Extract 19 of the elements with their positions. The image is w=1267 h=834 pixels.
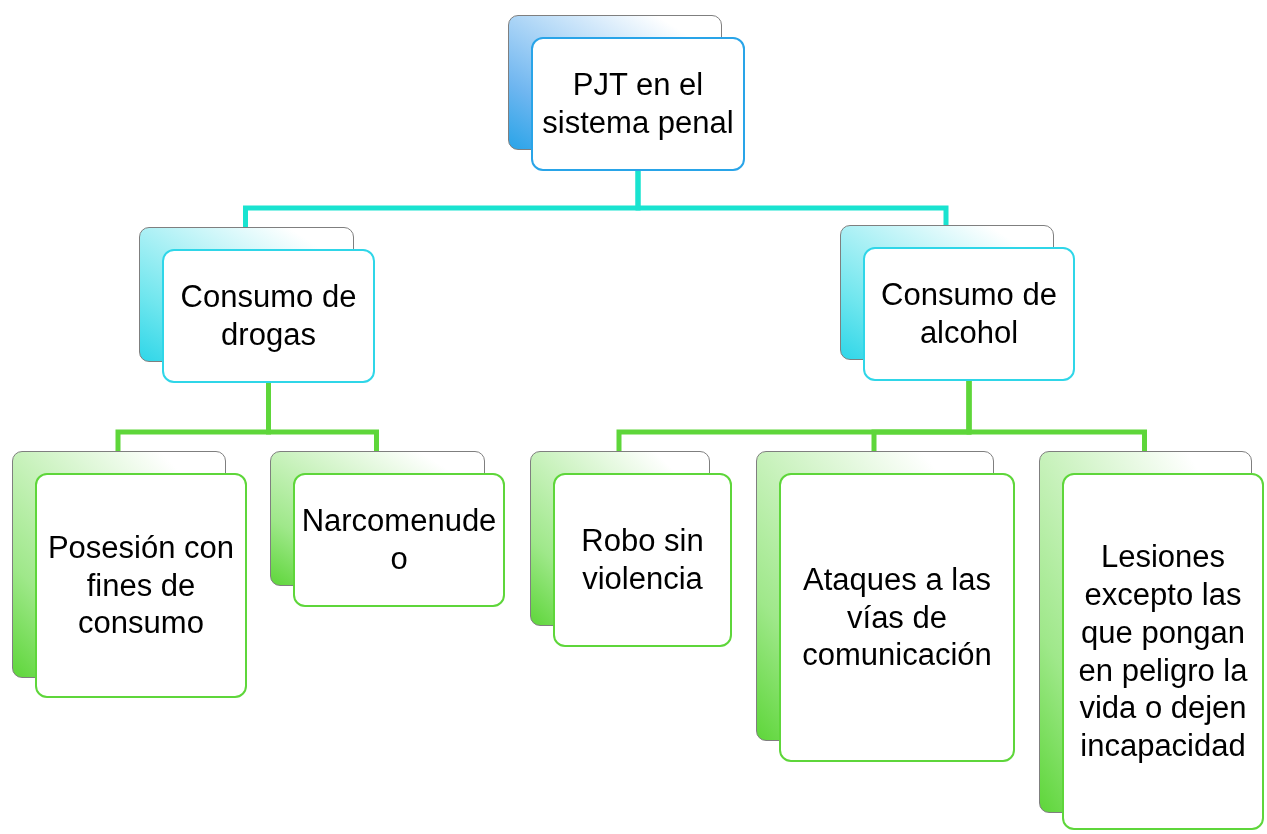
hierarchy-box bbox=[530, 451, 732, 647]
box-label: Lesiones excepto las que pongan en peligro la vida o dejen incapacidad bbox=[1077, 538, 1249, 765]
hierarchy-box bbox=[139, 227, 375, 383]
box-label: PJT en el sistema penal bbox=[541, 66, 735, 142]
box-label: Robo sin violencia bbox=[580, 522, 705, 598]
box-label: Ataques a las vías de comunicación bbox=[801, 560, 993, 675]
connector-line bbox=[966, 381, 1147, 451]
hierarchy-box bbox=[12, 451, 247, 698]
box-label: Consumo de drogas bbox=[179, 278, 358, 354]
hierarchy-box bbox=[270, 451, 505, 607]
box-label: Narcomenudeo bbox=[301, 502, 497, 578]
hierarchy-box bbox=[1039, 451, 1264, 830]
hierarchy-box bbox=[508, 15, 745, 171]
hierarchy-box bbox=[756, 451, 1015, 762]
connector-line bbox=[635, 171, 949, 225]
hierarchy-box bbox=[840, 225, 1075, 381]
box-label: Consumo de alcohol bbox=[880, 276, 1058, 352]
connector-line bbox=[266, 383, 379, 451]
box-label: Posesión con fines de consumo bbox=[46, 528, 236, 643]
